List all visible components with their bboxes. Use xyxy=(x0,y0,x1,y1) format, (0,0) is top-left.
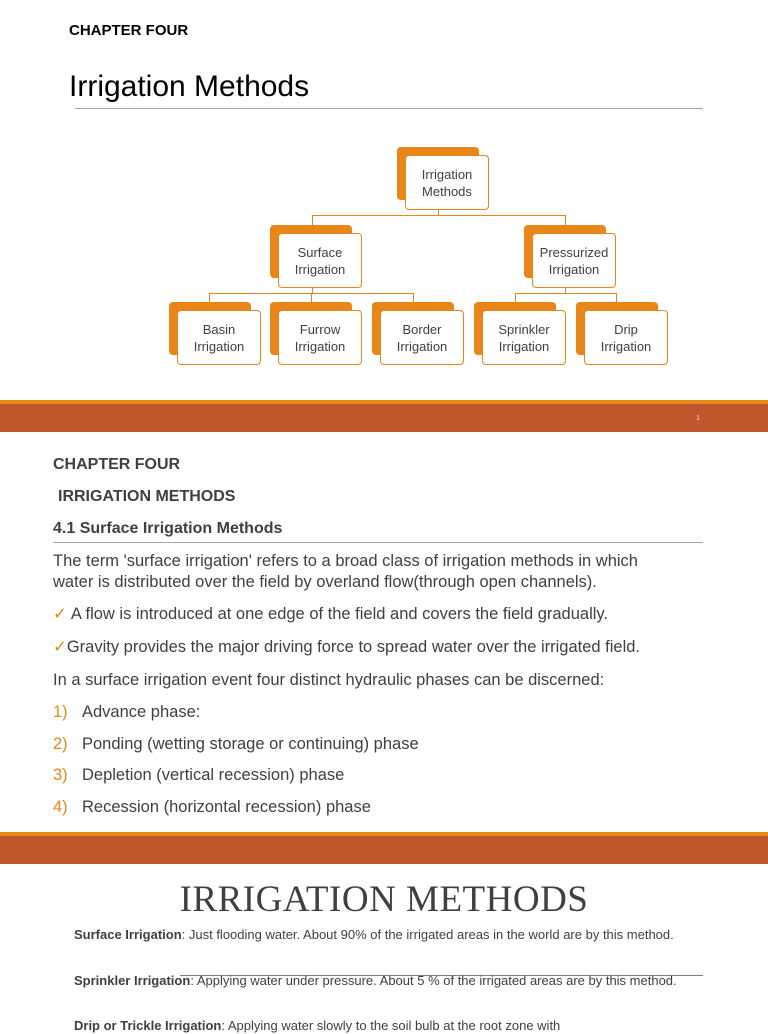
list-number: 4) xyxy=(53,798,68,816)
chapter-label: CHAPTER FOUR xyxy=(69,22,189,39)
divider-line xyxy=(180,975,703,976)
node-drip-irrigation: Drip Irrigation xyxy=(584,310,668,365)
bullet-text: A flow is introduced at one edge of the … xyxy=(70,605,609,623)
definition-surface: Surface Irrigation: Just flooding water.… xyxy=(74,927,714,943)
phases-intro: In a surface irrigation event four disti… xyxy=(53,671,605,689)
connector-line xyxy=(311,293,312,302)
list-item: 3) Depletion (vertical recession) phase xyxy=(53,765,344,786)
intro-line: The term 'surface irrigation' refers to … xyxy=(53,552,638,570)
connector-line xyxy=(209,293,210,302)
list-number: 1) xyxy=(53,703,68,721)
list-text: Ponding (wetting storage or continuing) … xyxy=(82,735,419,753)
term-text: : Just flooding water. About 90% of the … xyxy=(181,927,674,942)
connector-line xyxy=(413,293,414,302)
node-border-irrigation: Border Irrigation xyxy=(380,310,464,365)
node-surface-irrigation: Surface Irrigation xyxy=(278,233,362,288)
page-number: 1 xyxy=(696,415,700,422)
term-label: Sprinkler Irrigation xyxy=(74,973,191,988)
bullet-item: ✓A flow is introduced at one edge of the… xyxy=(53,604,608,625)
footer-band xyxy=(0,404,768,432)
intro-line: water is distributed over the field by o… xyxy=(53,573,597,591)
footer-band xyxy=(0,836,768,864)
list-item: 2) Ponding (wetting storage or continuing… xyxy=(53,734,419,755)
slide-subtitle: IRRIGATION METHODS xyxy=(58,488,236,505)
node-pressurized-irrigation: Pressurized Irrigation xyxy=(532,233,616,288)
footer-band-accent xyxy=(0,832,768,836)
connector-line xyxy=(312,215,313,225)
bullet-text: Gravity provides the major driving force… xyxy=(66,638,641,656)
list-text: Depletion (vertical recession) phase xyxy=(82,766,345,784)
term-text: : Applying water under pressure. About 5… xyxy=(190,973,677,988)
list-text: Advance phase: xyxy=(82,703,201,721)
title-divider xyxy=(75,108,703,109)
chapter-label: CHAPTER FOUR xyxy=(53,456,181,473)
term-text: : Applying water slowly to the soil bulb… xyxy=(221,1018,561,1033)
section-divider xyxy=(53,542,703,543)
connector-line xyxy=(312,286,313,293)
connector-line xyxy=(312,215,566,216)
connector-line xyxy=(438,208,439,215)
slide-title: IRRIGATION METHODS xyxy=(179,879,589,920)
connector-line xyxy=(565,215,566,225)
slide-title: Irrigation Methods xyxy=(69,70,310,103)
bullet-item: ✓Gravity provides the major driving forc… xyxy=(53,637,640,658)
term-label: Surface Irrigation xyxy=(74,927,182,942)
footer-band-accent xyxy=(0,400,768,404)
section-heading: 4.1 Surface Irrigation Methods xyxy=(53,520,283,537)
connector-line xyxy=(515,293,617,294)
list-number: 2) xyxy=(53,735,68,753)
list-number: 3) xyxy=(53,766,68,784)
checkmark-icon: ✓ xyxy=(53,605,67,623)
term-label: Drip or Trickle Irrigation xyxy=(74,1018,222,1033)
definition-sprinkler: Sprinkler Irrigation: Applying water und… xyxy=(74,973,714,989)
list-item: 1) Advance phase: xyxy=(53,702,200,723)
connector-line xyxy=(515,293,516,302)
node-sprinkler-irrigation: Sprinkler Irrigation xyxy=(482,310,566,365)
node-irrigation-methods: Irrigation Methods xyxy=(405,155,489,210)
definition-drip: Drip or Trickle Irrigation: Applying wat… xyxy=(74,1018,714,1034)
node-furrow-irrigation: Furrow Irrigation xyxy=(278,310,362,365)
list-item: 4) Recession (horizontal recession) phase xyxy=(53,797,371,818)
node-basin-irrigation: Basin Irrigation xyxy=(177,310,261,365)
checkmark-icon: ✓ xyxy=(53,638,67,656)
connector-line xyxy=(616,293,617,302)
list-text: Recession (horizontal recession) phase xyxy=(82,798,371,816)
connector-line xyxy=(565,286,566,293)
